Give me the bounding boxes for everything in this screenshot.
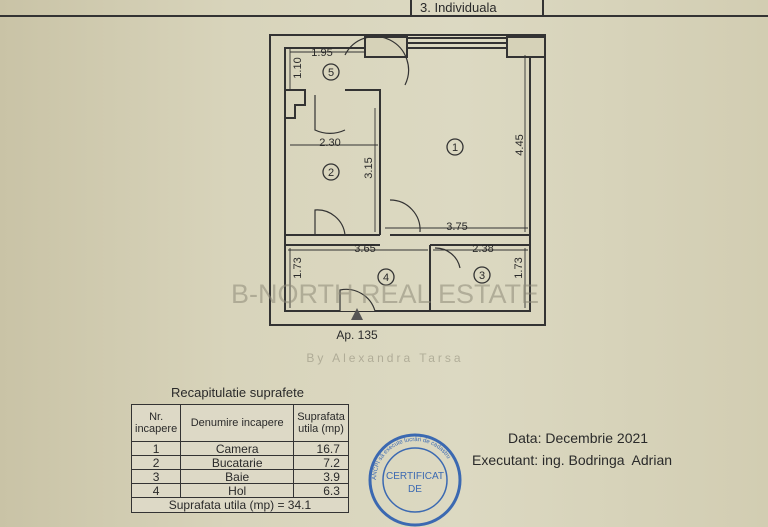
- stamp-line1: CERTIFICAT: [386, 471, 444, 482]
- date-text: Data: Decembrie 2021: [508, 430, 649, 446]
- dim-1-10: 1.10: [292, 57, 304, 78]
- summary-table: Nr. incapere Denumire incapere Suprafata…: [130, 404, 349, 513]
- room-1-label: 1: [452, 142, 458, 154]
- summary-title: Recapitulatie suprafete: [171, 385, 304, 400]
- header-nr: Nr. incapere: [130, 404, 182, 442]
- entrance-arrow-icon: [351, 308, 363, 320]
- dim-1-73-left: 1.73: [292, 257, 304, 278]
- room-5-label: 5: [328, 67, 334, 79]
- room-3-label: 3: [479, 270, 485, 282]
- room-markers: [322, 63, 491, 286]
- dim-3-15: 3.15: [363, 157, 375, 178]
- dim-4-45: 4.45: [514, 134, 526, 155]
- dim-1-73-right: 1.73: [513, 257, 525, 278]
- header-fragment-text: 3. Individuala: [420, 0, 497, 15]
- room-4-label: 4: [383, 272, 389, 284]
- dim-2-30: 2.30: [319, 137, 340, 149]
- stamp: ANCPI să execute lucrări de cadastru CER…: [368, 433, 462, 527]
- header-area: Suprafata utila (mp): [293, 404, 349, 442]
- apartment-label: Ap. 135: [336, 328, 378, 342]
- header-table-fragment: 3. Individuala: [0, 0, 768, 17]
- watermark-subtitle: By Alexandra Tarsa: [306, 351, 463, 365]
- dim-2-38: 2.38: [472, 243, 493, 255]
- dim-3-75: 3.75: [446, 221, 467, 233]
- header-name: Denumire incapere: [180, 404, 295, 442]
- room-2-label: 2: [328, 167, 334, 179]
- inner-wall: [284, 47, 531, 312]
- executant-text: Executant: ing. Bodringa Adrian: [472, 452, 673, 468]
- dim-1-95: 1.95: [311, 47, 332, 59]
- watermark-title: B-NORTH REAL ESTATE: [231, 279, 539, 309]
- total-row: Suprafata utila (mp) = 34.1: [131, 497, 349, 513]
- stamp-line2: DE: [408, 484, 422, 495]
- dim-3-65: 3.65: [354, 243, 375, 255]
- outer-wall: [269, 34, 546, 326]
